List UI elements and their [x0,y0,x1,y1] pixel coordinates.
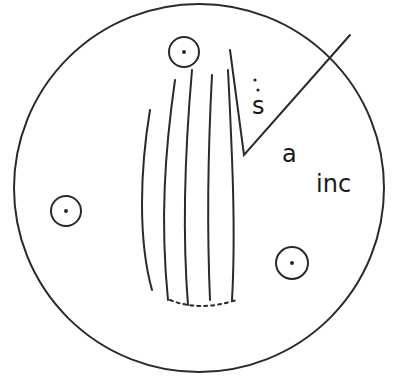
stroke-line [208,75,212,300]
radius-line [230,35,350,155]
small-circle [276,247,308,279]
stroke-line [228,70,234,300]
stroke-line [164,80,175,300]
dot-mark [256,88,259,91]
centre-dot [182,50,186,54]
small-circle [51,196,81,226]
outer-circle [14,4,384,372]
centre-dot [290,261,294,265]
centre-dot [64,209,68,213]
region-label: inc [316,172,351,196]
stroke-line [170,300,236,306]
symbol-label: s [252,94,265,118]
stroke-line [142,110,152,290]
stroke-line [185,70,192,305]
dot-mark [253,78,256,81]
small-circle [169,37,199,67]
symbol-label: a [282,142,297,166]
